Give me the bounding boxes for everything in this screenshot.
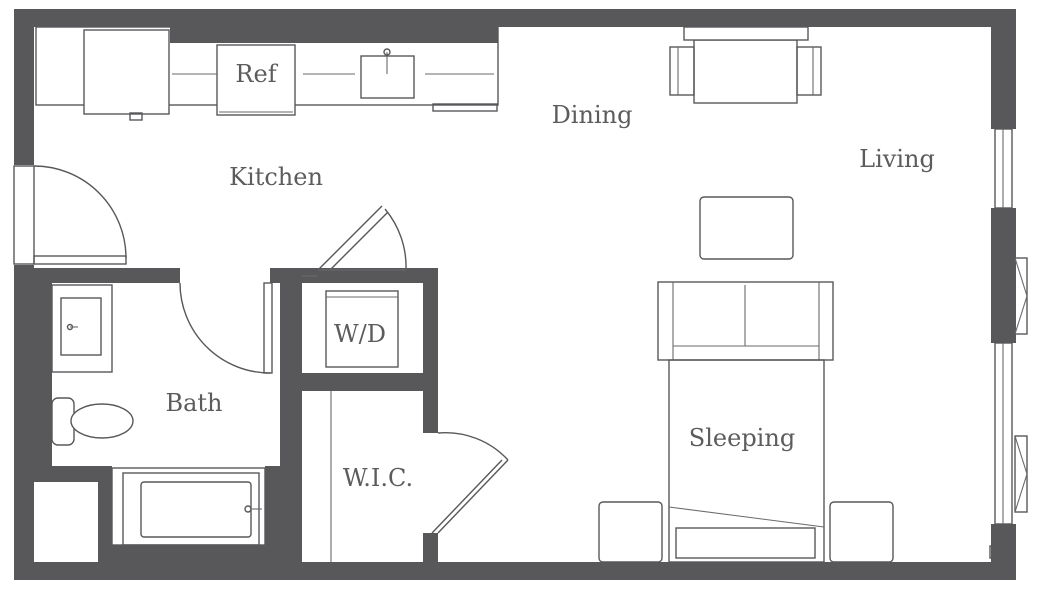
dining-label: Dining (552, 101, 633, 129)
bath-walls (34, 268, 438, 562)
living-label: Living (859, 145, 935, 173)
windows (989, 128, 1028, 559)
exterior-walls (14, 9, 1016, 580)
wic-label: W.I.C. (343, 464, 413, 492)
bath-fixtures (51, 284, 266, 546)
ref-label: Ref (235, 60, 278, 88)
dining-table (669, 26, 822, 104)
living-furniture (598, 196, 894, 563)
entry-door (13, 165, 127, 265)
walk-in-closet (330, 391, 509, 562)
kitchen-counter (35, 26, 499, 121)
kitchen-label: Kitchen (229, 163, 323, 191)
wd-closet (302, 205, 407, 368)
bath-label: Bath (165, 389, 222, 417)
wd-label: W/D (334, 320, 386, 348)
bath-door (179, 282, 273, 374)
sleeping-label: Sleeping (689, 424, 795, 452)
